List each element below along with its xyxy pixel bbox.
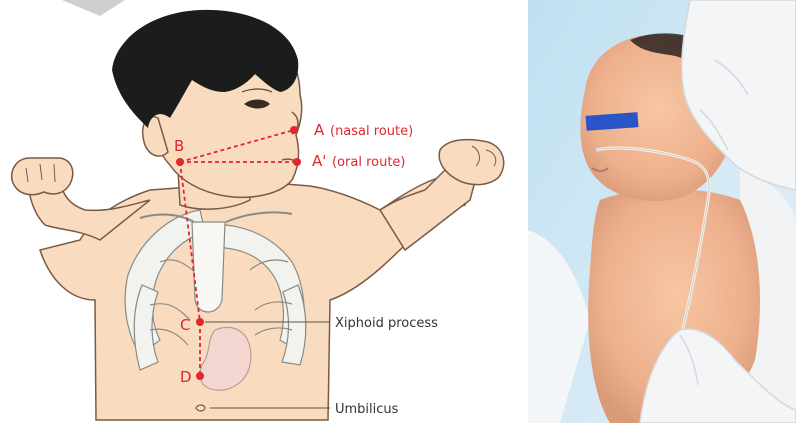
left-fist [12,158,73,195]
nasal-route-label: (nasal route) [330,124,413,139]
point-a-prime-label: A' [312,152,326,170]
point-b-dot [176,158,184,166]
point-a-label: A [314,121,325,139]
point-a-prime-dot [293,158,301,166]
point-c-label: C [180,316,190,334]
point-c-dot [196,318,204,326]
illustration: A (nasal route) A' (oral route) B C D Xi… [12,0,504,420]
point-b-label: B [174,137,184,155]
point-d-label: D [180,368,192,386]
oral-route-label: (oral route) [332,155,406,170]
point-d-dot [196,372,204,380]
point-a-dot [290,126,298,134]
newborn-photo [528,0,796,423]
xiphoid-label: Xiphoid process [335,316,438,331]
sternum [192,222,225,312]
corner-shape [62,0,125,16]
umbilicus-label: Umbilicus [335,402,399,417]
